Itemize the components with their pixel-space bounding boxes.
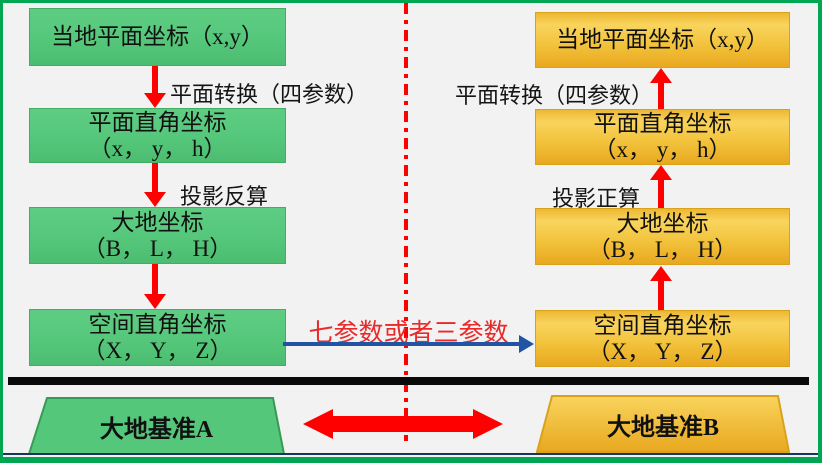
right-arrow-label-projection-forward: 投影正算 xyxy=(552,186,641,211)
left-arrow-label-projection-inverse: 投影反算 xyxy=(180,184,269,209)
left-box-space-rect-coords: 空间直角坐标 （X， Y， Z） xyxy=(29,309,286,366)
datum-b-trapezoid: 大地基准B xyxy=(536,395,790,453)
bottom-navy-line xyxy=(3,453,818,455)
left-box-geodetic-coords: 大地坐标 （B， L， H） xyxy=(29,207,286,264)
box-text: （B， L， H） xyxy=(82,235,233,261)
box-text: （x， y， h） xyxy=(593,137,732,162)
box-text: 平面直角坐标 xyxy=(593,111,732,136)
box-text: 空间直角坐标 xyxy=(593,312,732,338)
box-text: 大地坐标 xyxy=(111,209,204,235)
box-text: 空间直角坐标 xyxy=(88,311,227,337)
trapezoid-shape xyxy=(536,395,790,453)
datum-a-trapezoid: 大地基准A xyxy=(28,397,285,455)
down-arrow-icon xyxy=(144,264,166,309)
box-text: （B， L， H） xyxy=(587,236,738,262)
box-text: （X， Y， Z） xyxy=(587,338,738,364)
box-text: （X， Y， Z） xyxy=(82,337,233,363)
right-box-plane-rect-coords: 平面直角坐标 （x， y， h） xyxy=(535,109,790,165)
box-text: 大地坐标 xyxy=(616,210,709,236)
datum-a-label: 大地基准A xyxy=(99,416,214,443)
right-box-geodetic-coords: 大地坐标 （B， L， H） xyxy=(535,208,790,265)
datum-separator-bar xyxy=(8,377,809,385)
up-arrow-icon xyxy=(650,68,672,109)
left-arrow-label-plane-transform: 平面转换（四参数） xyxy=(170,82,369,107)
left-box-plane-rect-coords: 平面直角坐标 （x， y， h） xyxy=(29,108,286,163)
right-arrow-label-plane-transform: 平面转换（四参数） xyxy=(454,83,653,108)
right-arrow-icon xyxy=(519,335,534,353)
up-arrow-icon xyxy=(650,165,672,208)
down-arrow-icon xyxy=(144,66,166,108)
right-box-local-plane-coords: 当地平面坐标（x,y） xyxy=(535,12,790,68)
box-text: 平面直角坐标 xyxy=(88,109,227,135)
box-text: 当地平面坐标（x,y） xyxy=(51,24,264,49)
box-text: 当地平面坐标（x,y） xyxy=(556,27,769,52)
datum-b-label: 大地基准B xyxy=(606,414,719,441)
left-box-local-plane-coords: 当地平面坐标（x,y） xyxy=(29,8,286,66)
cross-datum-arrow-shaft xyxy=(283,342,521,346)
box-text: （x， y， h） xyxy=(88,135,227,161)
up-arrow-icon xyxy=(650,266,672,310)
down-arrow-icon xyxy=(144,163,166,207)
right-box-space-rect-coords: 空间直角坐标 （X， Y， Z） xyxy=(535,310,790,367)
double-headed-arrow-icon xyxy=(303,409,503,439)
center-dashdot-divider-line xyxy=(404,3,408,441)
